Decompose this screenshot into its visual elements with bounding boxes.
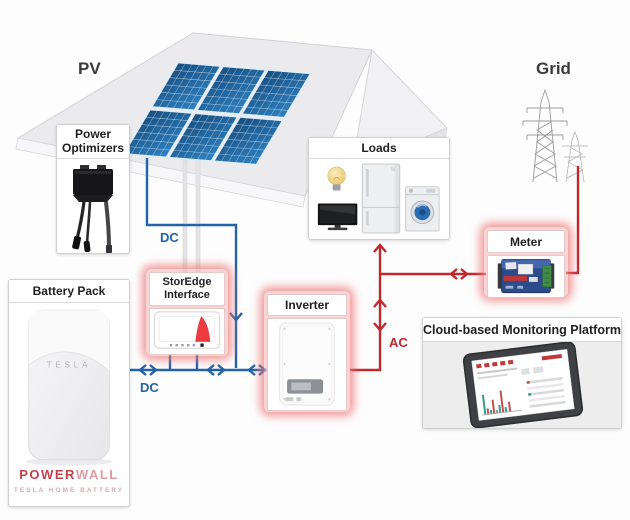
cloud-monitoring-box: Cloud-based Monitoring Platform <box>422 317 622 429</box>
refrigerator-icon <box>361 163 401 234</box>
loads-title: Loads <box>309 138 449 159</box>
dc-arrow-down <box>229 312 243 322</box>
transmission-tower-small <box>562 131 588 183</box>
inverter-title: Inverter <box>267 294 347 316</box>
power-optimizer-icon <box>72 165 113 253</box>
light-bulb-icon <box>327 166 346 191</box>
inverter-box: Inverter <box>264 291 350 412</box>
washing-machine-icon <box>405 186 440 232</box>
cloud-monitoring-title: Cloud-based Monitoring Platform <box>423 318 621 342</box>
ac-arrow-vertical <box>373 298 387 332</box>
energy-meter-icon <box>497 258 555 294</box>
storedge-title: StorEdge Interface <box>149 272 225 306</box>
power-optimizers-title: Power Optimizers <box>57 125 129 159</box>
dc-label-top: DC <box>160 230 179 245</box>
dc-line-panels-to-bus <box>145 158 238 368</box>
powerwall-tagline: TESLA HOME BATTERY <box>13 486 125 494</box>
dc-arrow-battery <box>138 364 158 376</box>
powerwall-wordmark: POWERWALL TESLA HOME BATTERY <box>9 466 129 494</box>
ac-arrow-meter <box>449 268 469 280</box>
powerwall-word-wall: WALL <box>75 467 119 482</box>
solar-panel-array <box>123 62 312 166</box>
power-optimizers-box: Power Optimizers <box>56 124 130 254</box>
powerwall-brand-letters: TESLA <box>47 360 92 369</box>
ac-line-meter-to-grid <box>566 166 580 275</box>
battery-pack-title: Battery Pack <box>9 280 129 303</box>
monitoring-tablet-icon <box>462 342 584 428</box>
dc-lines <box>130 158 267 376</box>
meter-box: Meter <box>484 227 568 298</box>
grid-label: Grid <box>536 59 571 78</box>
ac-arrow-up-loads <box>373 243 387 253</box>
inverter-icon <box>279 322 335 406</box>
transmission-tower-large <box>522 88 568 183</box>
storedge-interface-box: StorEdge Interface <box>146 269 228 356</box>
tesla-powerwall-icon: TESLA <box>25 309 113 466</box>
television-icon <box>317 203 358 231</box>
roof-leg-left-b <box>195 159 201 279</box>
meter-title: Meter <box>487 230 565 253</box>
ac-line-inverter-to-loads <box>350 247 382 372</box>
storedge-interface-icon <box>153 311 221 349</box>
ac-lines <box>350 166 580 372</box>
loads-box: Loads <box>308 137 450 240</box>
dc-label-bottom: DC <box>140 380 159 395</box>
powerwall-word-power: POWER <box>19 467 76 482</box>
ac-label: AC <box>389 335 408 350</box>
roof-leg-left-a <box>182 159 188 279</box>
cloud-monitoring-body <box>423 342 621 428</box>
dc-arrow-middle <box>206 364 226 376</box>
pv-label: PV <box>78 59 101 78</box>
battery-pack-box: Battery Pack TESLA POWERWALL TESLA HOME … <box>8 279 130 507</box>
loads-icons <box>317 163 440 234</box>
